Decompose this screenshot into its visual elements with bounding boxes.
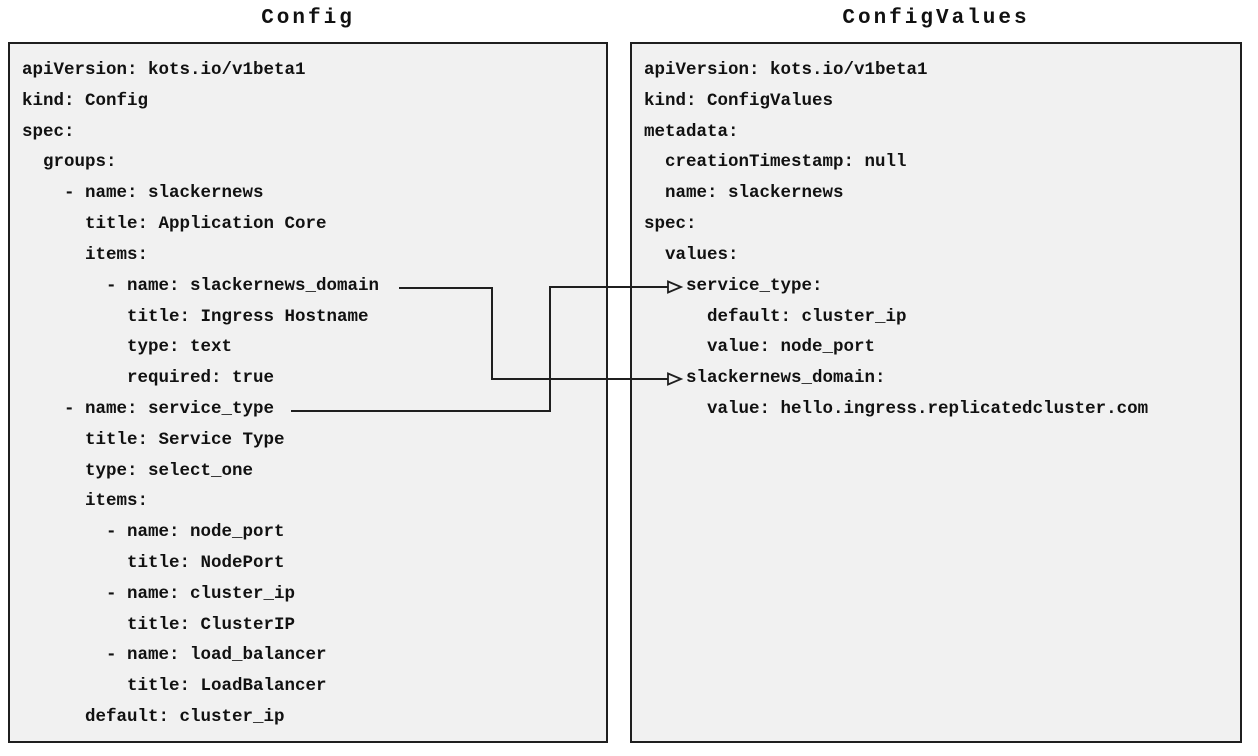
config-line-default: default: cluster_ip [22, 707, 285, 728]
configvalues-line-default: default: cluster_ip [644, 306, 907, 327]
configvalues-line-service-type: service_type: [644, 275, 823, 296]
config-line-groups: groups: [22, 152, 117, 173]
configvalues-line-metadata: metadata: [644, 121, 739, 142]
config-line-ingress-title: title: Ingress Hostname [22, 306, 369, 327]
configvalues-line-kind: kind: ConfigValues [644, 90, 834, 111]
config-line-clusterip-title: title: ClusterIP [22, 614, 296, 635]
config-line-items: items: [22, 244, 149, 265]
config-line-kind: kind: Config [22, 90, 149, 111]
config-line-select-one: type: select_one [22, 460, 254, 481]
config-line-group-title: title: Application Core [22, 214, 327, 235]
config-line-spec: spec: [22, 121, 75, 142]
config-line-service-type: - name: service_type [22, 398, 275, 419]
config-line-group-name: - name: slackernews [22, 183, 264, 204]
config-line-loadbalancer-title: title: LoadBalancer [22, 676, 327, 697]
configvalues-line-slackernews-domain: slackernews_domain: [644, 368, 886, 389]
configvalues-box-title: ConfigValues [842, 7, 1030, 30]
config-line-type-text: type: text [22, 337, 233, 358]
configvalues-line-values: values: [644, 244, 739, 265]
config-line-nodeport-title: title: NodePort [22, 553, 285, 573]
config-line-required: required: true [22, 368, 275, 389]
configvalues-code-box: apiVersion: kots.io/v1beta1 kind: Config… [630, 42, 1242, 743]
config-line-node-port: - name: node_port [22, 522, 285, 543]
config-box-title: Config [261, 7, 355, 30]
config-line-apiversion: apiVersion: kots.io/v1beta1 [22, 60, 306, 80]
configvalues-line-spec: spec: [644, 214, 697, 235]
config-line-items-2: items: [22, 491, 149, 512]
configvalues-line-creationtimestamp: creationTimestamp: null [644, 152, 907, 173]
config-line-cluster-ip: - name: cluster_ip [22, 583, 296, 604]
configvalues-line-name: name: slackernews [644, 183, 844, 204]
config-code-box: apiVersion: kots.io/v1beta1 kind: Config… [8, 42, 608, 743]
configvalues-line-apiversion: apiVersion: kots.io/v1beta1 [644, 60, 928, 80]
configvalues-line-value-node-port: value: node_port [644, 337, 876, 358]
config-line-slackernews-domain: - name: slackernews_domain [22, 275, 380, 296]
config-line-service-title: title: Service Type [22, 429, 285, 450]
configvalues-line-value-hostname: value: hello.ingress.replicatedcluster.c… [644, 398, 1149, 419]
config-line-load-balancer: - name: load_balancer [22, 645, 327, 666]
